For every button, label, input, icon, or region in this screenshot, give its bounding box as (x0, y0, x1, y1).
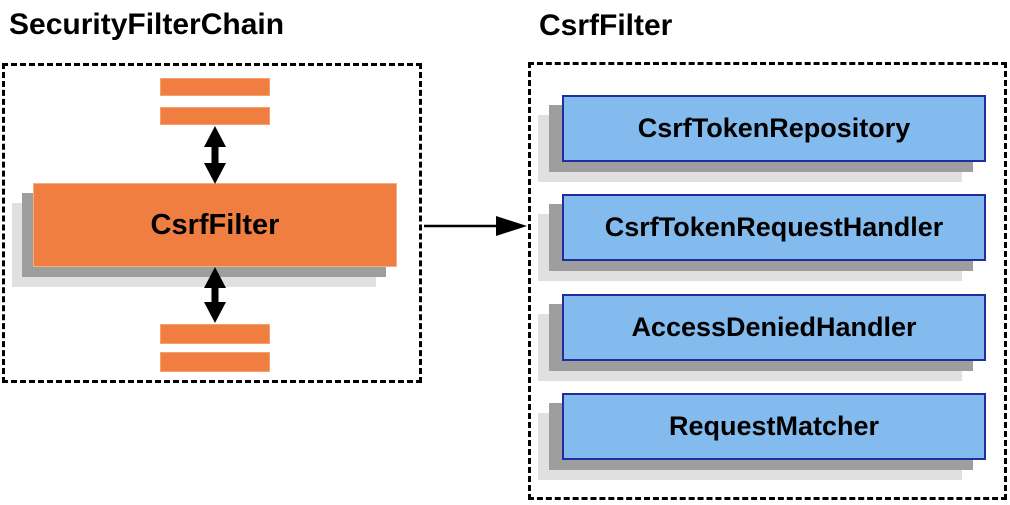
csrf-filter-box: CsrfFilter (33, 183, 397, 267)
component-box-request-matcher: RequestMatcher (562, 393, 986, 460)
csrf-filter-container (528, 62, 1007, 500)
component-label-csrf-token-repository: CsrfTokenRepository (637, 113, 911, 143)
csrf-filter-box-label: CsrfFilter (150, 208, 280, 241)
security-filter-chain-container (2, 63, 422, 383)
component-box-access-denied-handler: AccessDeniedHandler (562, 294, 986, 361)
flow-arrow-icon (424, 216, 527, 236)
filter-chain-bar-top-2 (160, 107, 270, 125)
component-box-csrf-token-request-handler: CsrfTokenRequestHandler (562, 194, 986, 261)
component-label-access-denied-handler: AccessDeniedHandler (631, 312, 917, 342)
component-label-request-matcher: RequestMatcher (668, 411, 880, 441)
filter-chain-bar-top-1 (160, 78, 270, 96)
filter-chain-bar-bottom-1 (160, 324, 270, 344)
security-filter-chain-title: SecurityFilterChain (9, 8, 285, 41)
csrf-filter-title: CsrfFilter (539, 9, 673, 42)
filter-chain-bar-bottom-2 (160, 352, 270, 372)
component-label-csrf-token-request-handler: CsrfTokenRequestHandler (604, 212, 944, 242)
component-box-csrf-token-repository: CsrfTokenRepository (562, 95, 986, 162)
